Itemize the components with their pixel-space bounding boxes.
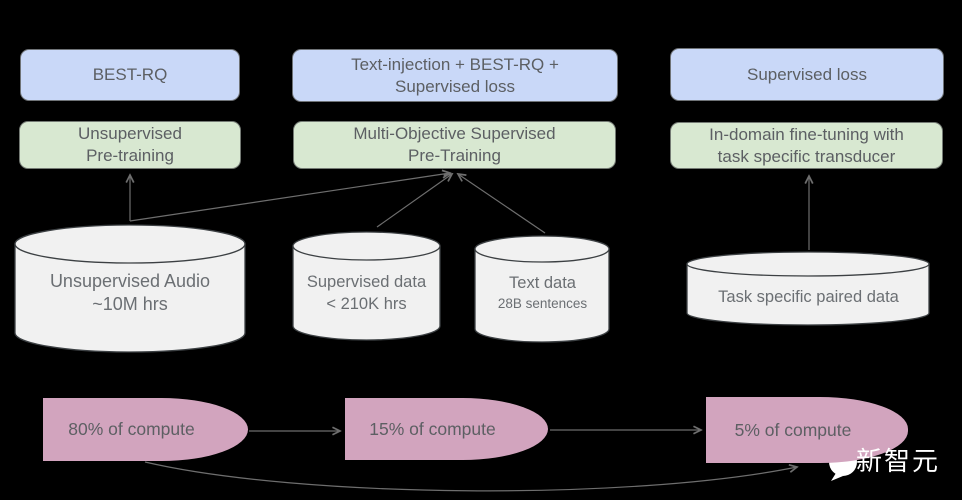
unsupervised-pretraining-line2: Pre-training bbox=[86, 146, 174, 165]
arrow-80-to-5-compute-curved bbox=[144, 461, 797, 492]
task-paired-data-label: Task specific paired data bbox=[687, 286, 930, 308]
text-data-label: Text data 28B sentences bbox=[475, 272, 610, 313]
multiobjective-pretraining-line1: Multi-Objective Supervised bbox=[353, 124, 556, 143]
task-paired-data-line1: Task specific paired data bbox=[718, 288, 899, 306]
watermark-text: 新智元 bbox=[856, 447, 941, 477]
compute-80-label: 80% of compute bbox=[68, 419, 195, 439]
multiobjective-pretraining-line2: Pre-Training bbox=[408, 146, 501, 165]
text-injection-loss-line1: Text-injection + BEST-RQ + bbox=[351, 54, 559, 74]
task-paired-data-cylinder bbox=[686, 251, 930, 326]
compute-15-pill: 15% of compute bbox=[345, 398, 548, 460]
arrow-superviseddata-to-multiobjective bbox=[376, 174, 452, 228]
compute-5-label: 5% of compute bbox=[734, 419, 852, 440]
unsupervised-audio-line2: ~10M hrs bbox=[92, 294, 168, 314]
indomain-finetuning-line1: In-domain fine-tuning with bbox=[709, 124, 904, 144]
multiobjective-pretraining-box: Multi-Objective Supervised Pre-Training bbox=[293, 121, 616, 169]
supervised-data-line1: Supervised data bbox=[306, 273, 427, 291]
indomain-finetuning-box: In-domain fine-tuning with task specific… bbox=[670, 122, 943, 169]
indomain-finetuning-line2: task specific transducer bbox=[717, 146, 896, 166]
text-data-cylinder bbox=[474, 235, 610, 343]
text-data-line2: 28B sentences bbox=[497, 296, 588, 311]
supervised-data-line2: < 210K hrs bbox=[326, 295, 407, 313]
bestrq-loss-label: BEST-RQ bbox=[92, 65, 168, 84]
compute-5-pill: 5% of compute bbox=[706, 397, 908, 463]
unsupervised-audio-label: Unsupervised Audio ~10M hrs bbox=[15, 270, 245, 316]
unsupervised-audio-cylinder bbox=[14, 224, 246, 353]
text-injection-loss-line2: Supervised loss bbox=[394, 76, 515, 96]
arrow-audio-to-multiobjective bbox=[129, 173, 450, 222]
supervised-data-cylinder bbox=[292, 231, 441, 341]
supervised-data-label: Supervised data < 210K hrs bbox=[293, 271, 440, 315]
supervised-loss-box: Supervised loss bbox=[670, 48, 944, 101]
arrow-textdata-to-multiobjective bbox=[458, 174, 546, 234]
bestrq-loss-box: BEST-RQ bbox=[20, 49, 240, 101]
text-data-line1: Text data bbox=[509, 274, 576, 292]
supervised-loss-label: Supervised loss bbox=[746, 64, 867, 84]
compute-80-pill: 80% of compute bbox=[43, 398, 248, 461]
compute-15-label: 15% of compute bbox=[369, 418, 496, 439]
unsupervised-pretraining-box: Unsupervised Pre-training bbox=[19, 121, 241, 169]
unsupervised-pretraining-line1: Unsupervised bbox=[78, 124, 182, 143]
text-injection-loss-box: Text-injection + BEST-RQ + Supervised lo… bbox=[292, 49, 618, 102]
unsupervised-audio-line1: Unsupervised Audio bbox=[49, 271, 211, 291]
